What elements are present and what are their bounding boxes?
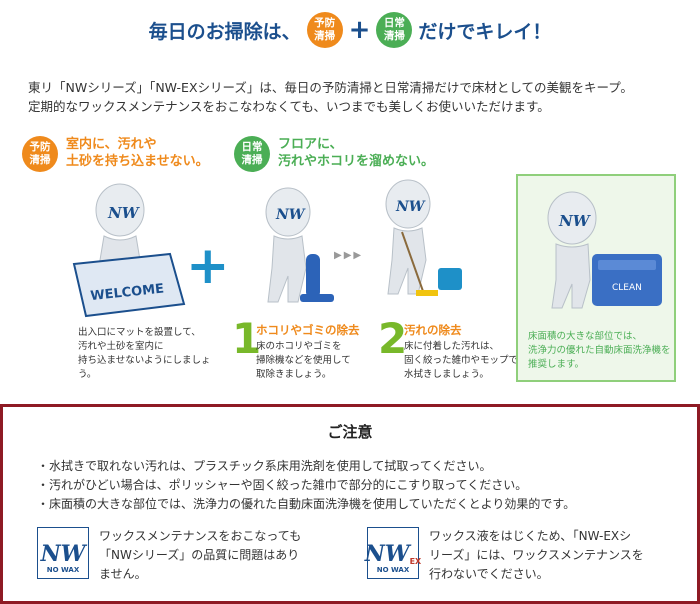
prevent-section-header: 予防 清掃 室内に、汚れや 土砂を持ち込ませない。 [22,136,209,172]
notice-item: 水拭きで取れない汚れは、プラスチック系床用洗剤を使用して拭取ってください。 [37,457,677,476]
nwex-no-wax-text: ワックス液をはじくため､「NW-EXシ リーズ」には、ワックスメンテナンスを 行… [429,529,644,581]
vacuum-figure: NW [265,187,334,303]
nw-no-wax-text: ワックスメンテナンスをおこなっても 「NWシリーズ」の品質に問題はあり ません。 [99,529,302,581]
nwex-ex-mark: EX [409,557,422,566]
notice-title: ご注意 [327,423,373,441]
nw-no-wax-block: NW NO WAX ワックスメンテナンスをおこなっても 「NWシリーズ」の品質に… [37,527,301,584]
nw-no-wax-badge: NW NO WAX [37,527,89,579]
intro-paragraph: 東リ「NWシリーズ」「NW-EXシリーズ」は、毎日の予防清掃と日常清掃だけで床材… [28,78,678,116]
daily-title: フロアに、 汚れやホコリを溜めない。 [278,137,435,169]
step-1-caption: 床のホコリやゴミを 掃除機などを使用して 取除きましょう。 [256,341,351,380]
nwex-no-wax-label: NO WAX [376,566,410,574]
floor-machine-box: NW CLEAN 床面積の大きな部位では、 洗浄力の優れた自動床面洗浄機を 推奨… [516,174,676,382]
step-1-number: 1 [232,314,262,363]
daily-cleaning-badge: 日常 清掃 [376,12,413,48]
machine-label: CLEAN [612,283,642,293]
plus-icon: + [186,236,230,296]
machine-caption: 床面積の大きな部位では、 洗浄力の優れた自動床面洗浄機を 推奨します。 [528,331,671,370]
notice-item: 汚れがひどい場合は、ポリッシャーや固く絞った雑巾で部分的にこすり取ってください。 [37,476,677,495]
prevent-badge: 予防 清掃 [22,136,58,172]
nw-logo: NW [40,541,86,567]
notice-list: 水拭きで取れない汚れは、プラスチック系床用洗剤を使用して拭取ってください。 汚れ… [37,457,677,514]
figure-logo-2: NW [275,207,306,223]
next-arrows: ▶▶▶ [334,250,364,261]
floor-machine-figure: NW CLEAN [547,191,662,309]
headline: 毎日のお掃除は、 予防 清掃 + 日常 清掃 だけでキレイ！ [0,8,700,52]
headline-text-2: だけでキレイ！ [418,20,552,43]
step-2-number: 2 [378,314,408,363]
figure-logo-4: NW [558,212,592,230]
intro-line-1: 東リ「NWシリーズ」「NW-EXシリーズ」は、毎日の予防清掃と日常清掃だけで床材… [28,80,633,95]
daily-badge: 日常 清掃 [234,136,270,172]
nwex-logo: NW [364,541,410,567]
nw-no-wax-label: NO WAX [46,566,80,574]
notice-item: 床面積の大きな部位では、洗浄力の優れた自動床面洗浄機を使用していただくとより効果… [37,495,677,514]
headline-text-1: 毎日のお掃除は、 [148,20,301,43]
nwex-no-wax-badge: NW EX NO WAX [364,527,422,579]
figure-logo-1: NW [107,204,141,222]
welcome-mat-figure: NW WELCOME [72,183,186,318]
step-2-caption: 床に付着した汚れは、 固く絞った雑巾やモップで 水拭きしましょう。 [404,341,519,380]
intro-line-2: 定期的なワックスメンテナンスをおこなわなくても、いつまでも美しくお使いいただけま… [28,99,550,114]
prevent-cleaning-badge: 予防 清掃 [306,12,343,48]
mop-figure: NW [385,179,462,296]
plus-sign: + [348,15,371,45]
notice-box: ご注意 水拭きで取れない汚れは、プラスチック系床用洗剤を使用して拭取ってください… [0,404,700,604]
prevent-caption: 出入口にマットを設置して、 汚れや土砂を室内に 持ち込ませないようにしましょう。 [78,327,211,380]
step-1-title: ホコリやゴミの除去 [256,323,360,337]
prevent-title: 室内に、汚れや 土砂を持ち込ませない。 [66,137,209,169]
daily-section-header: 日常 清掃 フロアに、 汚れやホコリを溜めない。 [234,136,434,172]
step-2-title: 汚れの除去 [404,323,462,337]
nwex-no-wax-block: NW EX NO WAX ワックス液をはじくため､「NW-EXシ リーズ」には、… [364,527,644,584]
figure-logo-3: NW [395,199,426,215]
